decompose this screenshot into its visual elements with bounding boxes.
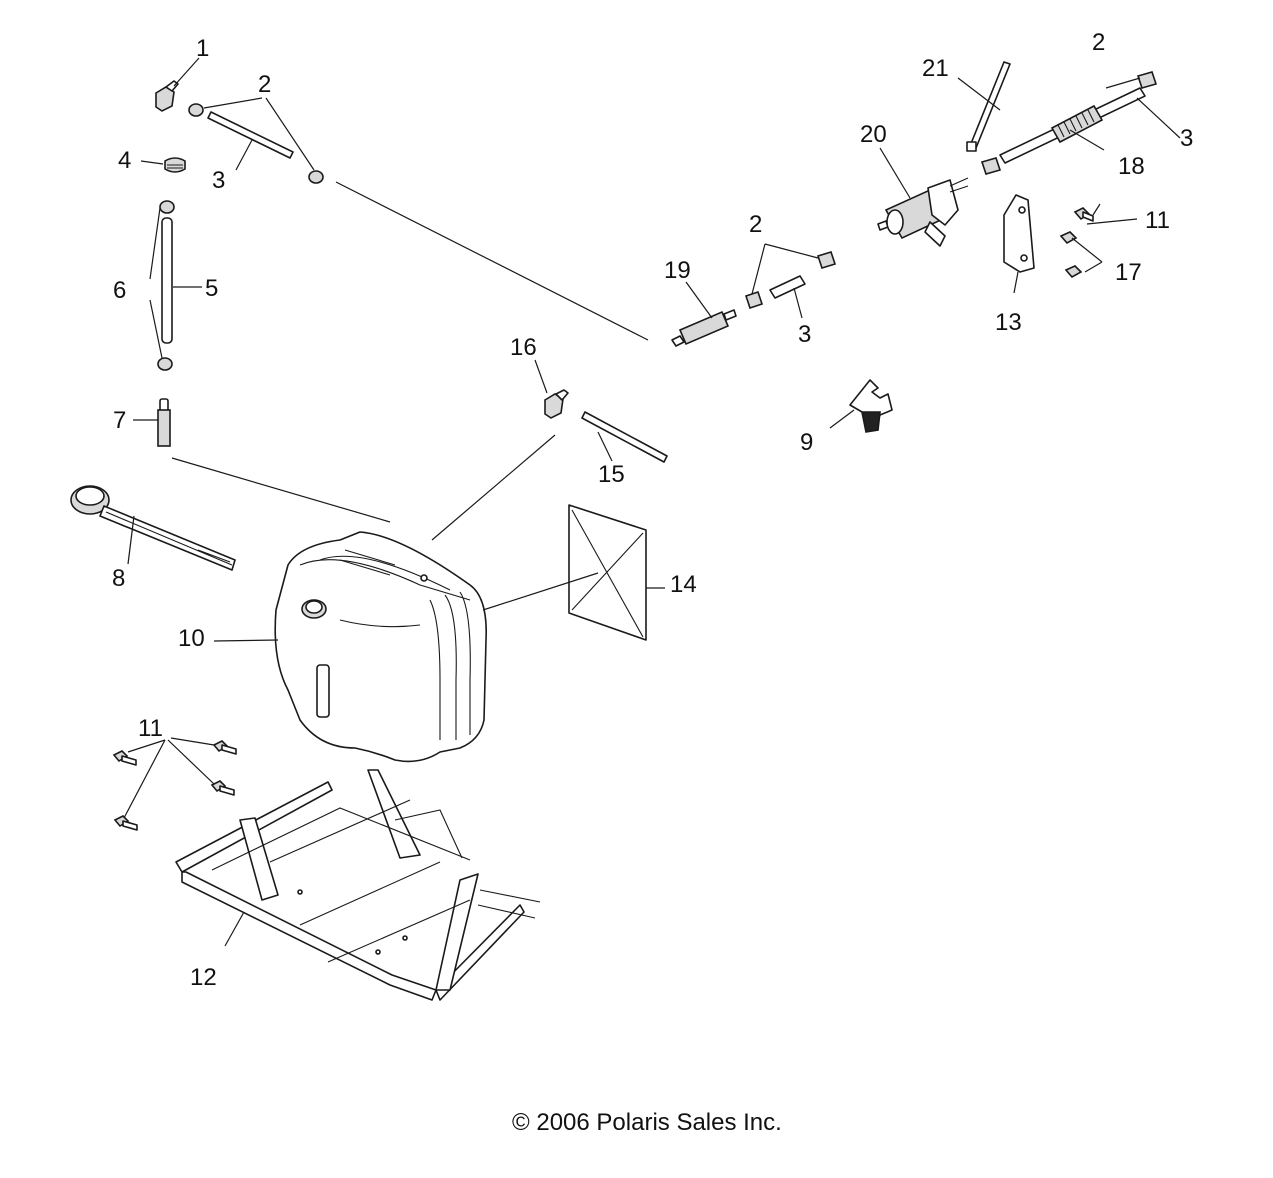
- part-6-clamp-bottom[interactable]: [157, 357, 173, 371]
- callout-14: 14: [670, 571, 697, 598]
- part-4-cap[interactable]: [164, 157, 186, 173]
- part-6-clamp-top[interactable]: [159, 200, 175, 214]
- part-17-nut-a[interactable]: [1059, 231, 1078, 245]
- part-3-hose-top-left[interactable]: [207, 111, 294, 159]
- leader-lines: [123, 57, 1181, 947]
- callout-7: 7: [113, 407, 126, 434]
- callout-9: 9: [800, 429, 813, 456]
- callout-11-left: 11: [138, 715, 163, 742]
- part-11-bolt-a[interactable]: [212, 740, 237, 755]
- part-9-connector[interactable]: [849, 379, 893, 433]
- callout-15: 15: [598, 461, 625, 488]
- callout-3-middle: 3: [798, 321, 811, 348]
- part-13-bracket[interactable]: [1003, 194, 1035, 273]
- callout-13: 13: [995, 309, 1022, 336]
- callout-10: 10: [178, 625, 205, 652]
- part-11-bolt-b[interactable]: [112, 750, 137, 766]
- part-8-fuel-sender[interactable]: [70, 485, 236, 571]
- callout-19: 19: [664, 257, 691, 284]
- part-19-inline-filter[interactable]: [671, 309, 737, 347]
- part-2-clamp-top-left-a[interactable]: [188, 103, 204, 117]
- part-2-clamp-right-b[interactable]: [1136, 71, 1158, 89]
- part-11-bolt-right[interactable]: [1073, 207, 1094, 222]
- callout-2-top-left: 2: [258, 71, 271, 98]
- part-21-hose[interactable]: [966, 61, 1011, 152]
- callout-21: 21: [922, 55, 949, 82]
- part-16-elbow-fitting[interactable]: [544, 389, 569, 419]
- callout-20: 20: [860, 121, 887, 148]
- part-3-hose-middle[interactable]: [769, 275, 806, 299]
- part-2-clamp-top-left-b[interactable]: [308, 170, 324, 184]
- callout-2-middle: 2: [749, 211, 762, 238]
- callout-2-top-right: 2: [1092, 29, 1105, 56]
- callout-4: 4: [118, 147, 131, 174]
- callout-18: 18: [1118, 153, 1145, 180]
- part-20-fuel-pump[interactable]: [877, 177, 969, 247]
- part-12-support-frame[interactable]: [175, 769, 541, 1001]
- part-18-hose-sleeve[interactable]: [1050, 104, 1104, 144]
- part-2-clamp-right-a[interactable]: [980, 157, 1002, 175]
- part-1-elbow-fitting[interactable]: [155, 80, 179, 112]
- callout-8: 8: [112, 565, 125, 592]
- callout-1: 1: [196, 35, 209, 62]
- part-15-hose[interactable]: [581, 411, 668, 463]
- part-11-bolt-c[interactable]: [210, 780, 235, 796]
- copyright-notice: © 2006 Polaris Sales Inc.: [512, 1109, 782, 1136]
- callout-6: 6: [113, 277, 126, 304]
- part-2-clamp-middle-a[interactable]: [744, 290, 764, 310]
- callout-16: 16: [510, 334, 537, 361]
- callout-labels: 1 2 3 4 6 5 7 8 10 11 12 14 15 16 19 2 3…: [112, 29, 1193, 991]
- callout-5: 5: [205, 275, 218, 302]
- callout-12: 12: [190, 964, 217, 991]
- callout-3-top-left: 3: [212, 167, 225, 194]
- part-7-valve[interactable]: [157, 398, 171, 447]
- part-14-decal-sheet[interactable]: [568, 504, 647, 641]
- part-5-vertical-hose[interactable]: [161, 217, 173, 344]
- callout-11-right: 11: [1145, 207, 1170, 234]
- callout-17: 17: [1115, 259, 1142, 286]
- part-10-fuel-tank[interactable]: [274, 531, 487, 763]
- callout-3-top-right: 3: [1180, 125, 1193, 152]
- part-11-bolt-d[interactable]: [113, 815, 138, 831]
- part-2-clamp-middle-b[interactable]: [816, 251, 837, 269]
- part-17-nut-b[interactable]: [1064, 265, 1083, 279]
